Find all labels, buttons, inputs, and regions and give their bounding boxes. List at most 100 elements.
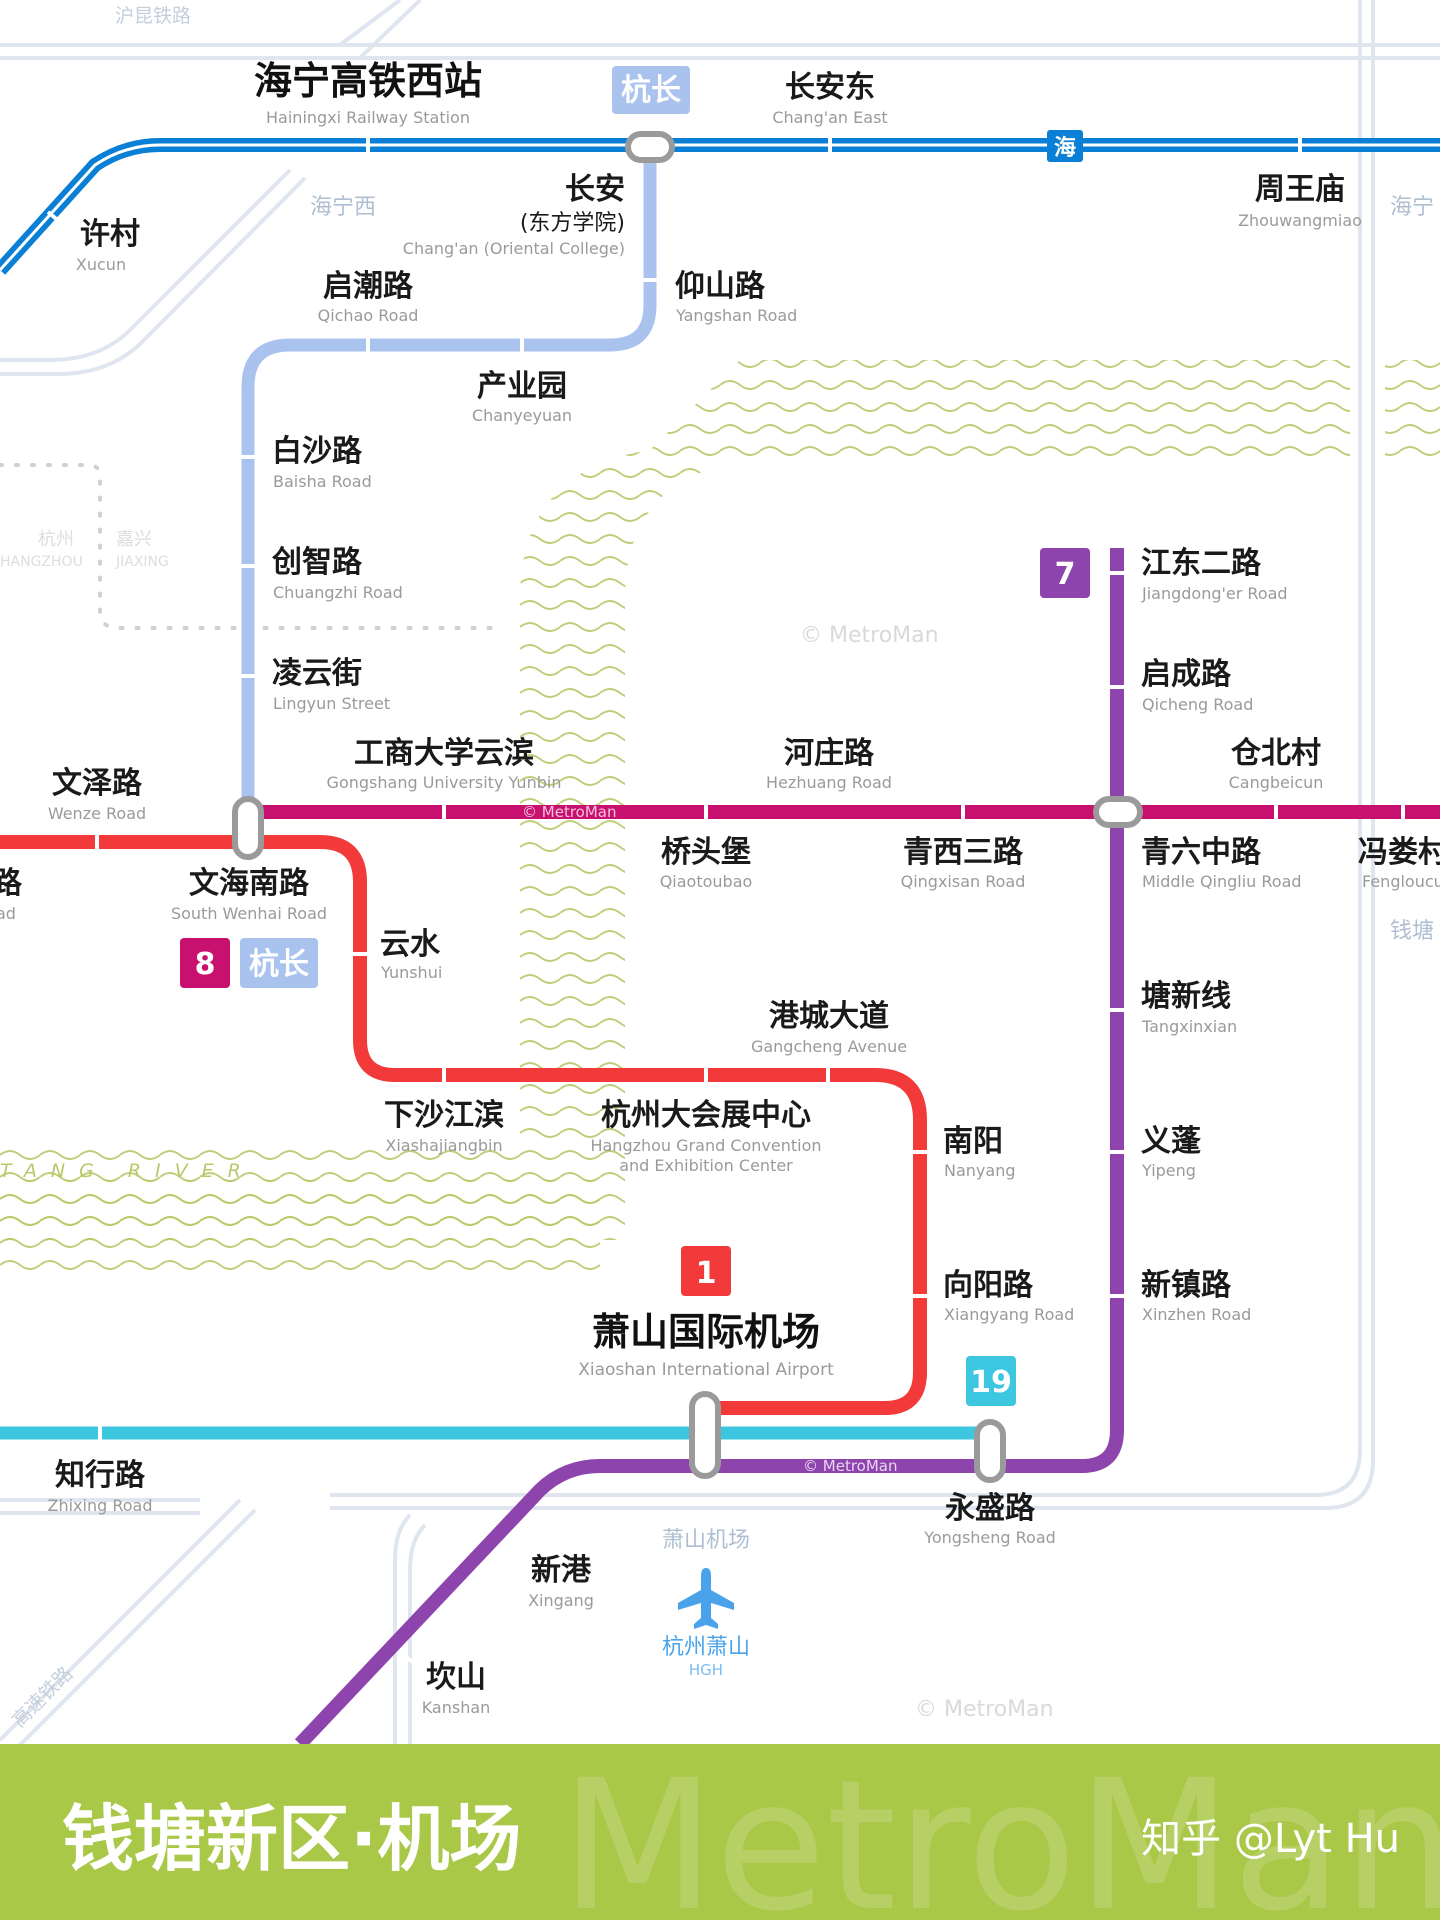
station-wenhainan[interactable]: 文海南路 South Wenhai Road <box>171 866 327 923</box>
label-jiaxing-en: JIAXING <box>115 554 169 570</box>
station-changan[interactable]: 长安 (东方学院) Chang'an (Oriental College) <box>403 172 625 258</box>
station-qichao[interactable]: 启潮路 Qichao Road <box>318 269 419 325</box>
svg-text:塘新线: 塘新线 <box>1141 979 1231 1014</box>
station-fengloucun[interactable]: 冯娄村 Fengloucun <box>1358 835 1440 891</box>
station-left-cut[interactable]: 路 ad <box>0 866 23 923</box>
watermark-1: © MetroMan <box>800 623 939 648</box>
station-qingliu[interactable]: 青六中路 Middle Qingliu Road <box>1141 835 1302 891</box>
svg-text:Chang'an East: Chang'an East <box>772 108 887 127</box>
label-qiantang-right: 钱塘 <box>1390 919 1434 944</box>
station-huizhan[interactable]: 杭州大会展中心 Hangzhou Grand Convention and Ex… <box>590 1098 821 1175</box>
svg-text:路: 路 <box>0 866 23 901</box>
airport-poi[interactable]: 萧山机场 杭州萧山 HGH <box>662 1528 750 1679</box>
svg-text:杭州大会展中心: 杭州大会展中心 <box>601 1098 811 1133</box>
svg-text:Xiashajiangbin: Xiashajiangbin <box>385 1136 502 1155</box>
station-zhixing[interactable]: 知行路 Zhixing Road <box>48 1458 153 1515</box>
station-kanshan[interactable]: 坎山 Kanshan <box>422 1660 491 1717</box>
svg-text:Hangzhou Grand Convention: Hangzhou Grand Convention <box>590 1136 821 1155</box>
svg-text:青六中路: 青六中路 <box>1141 835 1262 870</box>
station-lingyun[interactable]: 凌云街 Lingyun Street <box>272 656 390 713</box>
svg-text:Cangbeicun: Cangbeicun <box>1229 773 1324 792</box>
station-cangbeicun[interactable]: 仓北村 Cangbeicun <box>1229 736 1324 792</box>
river-label: TANG RIVER <box>0 1160 255 1182</box>
station-nanyang[interactable]: 南阳 Nanyang <box>943 1124 1015 1180</box>
station-hezhuang[interactable]: 河庄路 Hezhuang Road <box>766 736 892 792</box>
interchange-airport[interactable] <box>689 1391 721 1479</box>
station-wenze[interactable]: 文泽路 Wenze Road <box>48 766 146 823</box>
svg-text:长安: 长安 <box>565 172 625 207</box>
svg-text:Wenze Road: Wenze Road <box>48 804 146 823</box>
station-jiangdong2[interactable]: 江东二路 Jiangdong'er Road <box>1141 546 1288 603</box>
svg-text:Chanyeyuan: Chanyeyuan <box>472 406 572 425</box>
svg-text:知行路: 知行路 <box>55 1458 146 1493</box>
svg-text:and Exhibition Center: and Exhibition Center <box>619 1156 793 1175</box>
interchange-qingliu[interactable] <box>1093 796 1143 828</box>
station-gangcheng[interactable]: 港城大道 Gangcheng Avenue <box>751 999 907 1056</box>
station-baisha[interactable]: 白沙路 Baisha Road <box>272 434 372 491</box>
badge-hai: 海 <box>1054 135 1076 161</box>
station-yongsheng[interactable]: 永盛路 Yongsheng Road <box>923 1491 1056 1547</box>
station-changandong[interactable]: 长安东 Chang'an East <box>772 70 887 127</box>
svg-text:Lingyun Street: Lingyun Street <box>273 694 390 713</box>
svg-text:Hezhuang Road: Hezhuang Road <box>766 773 892 792</box>
svg-text:江东二路: 江东二路 <box>1141 546 1262 581</box>
svg-text:Kanshan: Kanshan <box>422 1698 491 1717</box>
station-hainingxi[interactable]: 海宁高铁西站 Hainingxi Railway Station <box>254 59 482 127</box>
svg-text:启成路: 启成路 <box>1141 657 1232 692</box>
interchange-changan[interactable] <box>625 131 675 163</box>
station-qingxisan[interactable]: 青西三路 Qingxisan Road <box>901 835 1026 891</box>
svg-text:ad: ad <box>0 904 16 923</box>
svg-text:永盛路: 永盛路 <box>945 1491 1036 1526</box>
station-zhouwangmiao[interactable]: 周王庙 Zhouwangmiao <box>1238 172 1362 230</box>
svg-text:桥头堡: 桥头堡 <box>661 835 751 870</box>
badge-line-7: 7 <box>1055 557 1076 592</box>
interchanges[interactable] <box>232 131 1143 1483</box>
svg-text:Qingxisan Road: Qingxisan Road <box>901 872 1026 891</box>
station-gongshang[interactable]: 工商大学云滨 Gongshang University Yunbin <box>327 736 562 792</box>
svg-text:Tangxinxian: Tangxinxian <box>1141 1017 1237 1036</box>
station-yunshui[interactable]: 云水 Yunshui <box>380 927 442 982</box>
river-area <box>0 360 1440 1420</box>
badge-line-1: 1 <box>696 1256 717 1291</box>
watermark-3: © MetroMan <box>803 1457 897 1475</box>
svg-text:Chuangzhi Road: Chuangzhi Road <box>273 583 403 602</box>
station-xiasha[interactable]: 下沙江滨 Xiashajiangbin <box>384 1098 504 1155</box>
label-huokun-rail: 沪昆铁路 <box>115 5 191 27</box>
station-qiaotoubao[interactable]: 桥头堡 Qiaotoubao <box>660 835 753 891</box>
svg-text:冯娄村: 冯娄村 <box>1358 835 1440 870</box>
station-airport[interactable]: 萧山国际机场 Xiaoshan International Airport <box>578 1310 834 1380</box>
line-badges[interactable]: 杭长 海 7 8 杭长 1 19 <box>180 66 1090 1406</box>
station-xingang[interactable]: 新港 Xingang <box>528 1553 594 1610</box>
station-chuangzhi[interactable]: 创智路 Chuangzhi Road <box>271 545 403 602</box>
label-hangzhou-zh: 杭州 <box>38 529 74 550</box>
svg-text:Xingang: Xingang <box>528 1591 594 1610</box>
station-yangshan[interactable]: 仰山路 Yangshan Road <box>675 269 797 325</box>
station-yipeng[interactable]: 义蓬 Yipeng <box>1141 1124 1201 1180</box>
station-chanyeyuan[interactable]: 产业园 Chanyeyuan <box>472 369 572 425</box>
interchange-yongsheng[interactable] <box>974 1419 1006 1483</box>
svg-text:Zhixing Road: Zhixing Road <box>48 1496 153 1515</box>
airplane-icon <box>678 1568 734 1629</box>
station-xiangyang[interactable]: 向阳路 Xiangyang Road <box>943 1268 1074 1324</box>
svg-text:Xiaoshan International Airport: Xiaoshan International Airport <box>578 1360 834 1380</box>
airport-poi-name: 杭州萧山 <box>662 1635 750 1660</box>
svg-text:创智路: 创智路 <box>271 545 363 580</box>
label-hangzhou-en: HANGZHOU <box>0 554 83 570</box>
badge-line-8: 8 <box>195 947 216 982</box>
svg-text:白沙路: 白沙路 <box>272 434 363 469</box>
station-labels[interactable]: 海宁高铁西站 Hainingxi Railway Station 长安东 Cha… <box>0 59 1440 1717</box>
station-ticks <box>46 137 1405 1664</box>
svg-text:Xinzhen Road: Xinzhen Road <box>1142 1305 1251 1324</box>
svg-text:青西三路: 青西三路 <box>903 835 1024 870</box>
station-tangxinxian[interactable]: 塘新线 Tangxinxian <box>1141 979 1237 1036</box>
svg-text:文泽路: 文泽路 <box>52 766 143 801</box>
station-qicheng[interactable]: 启成路 Qicheng Road <box>1141 657 1253 714</box>
svg-text:Middle Qingliu Road: Middle Qingliu Road <box>1142 872 1302 891</box>
svg-text:Qichao Road: Qichao Road <box>318 306 419 325</box>
interchange-wenhainan[interactable] <box>232 796 264 860</box>
svg-text:南阳: 南阳 <box>943 1124 1003 1159</box>
label-haining-west: 海宁西 <box>310 195 376 220</box>
station-xucun[interactable]: 许村 Xucun <box>76 217 140 274</box>
station-xinzhen[interactable]: 新镇路 Xinzhen Road <box>1141 1268 1251 1324</box>
svg-text:文海南路: 文海南路 <box>189 866 310 901</box>
